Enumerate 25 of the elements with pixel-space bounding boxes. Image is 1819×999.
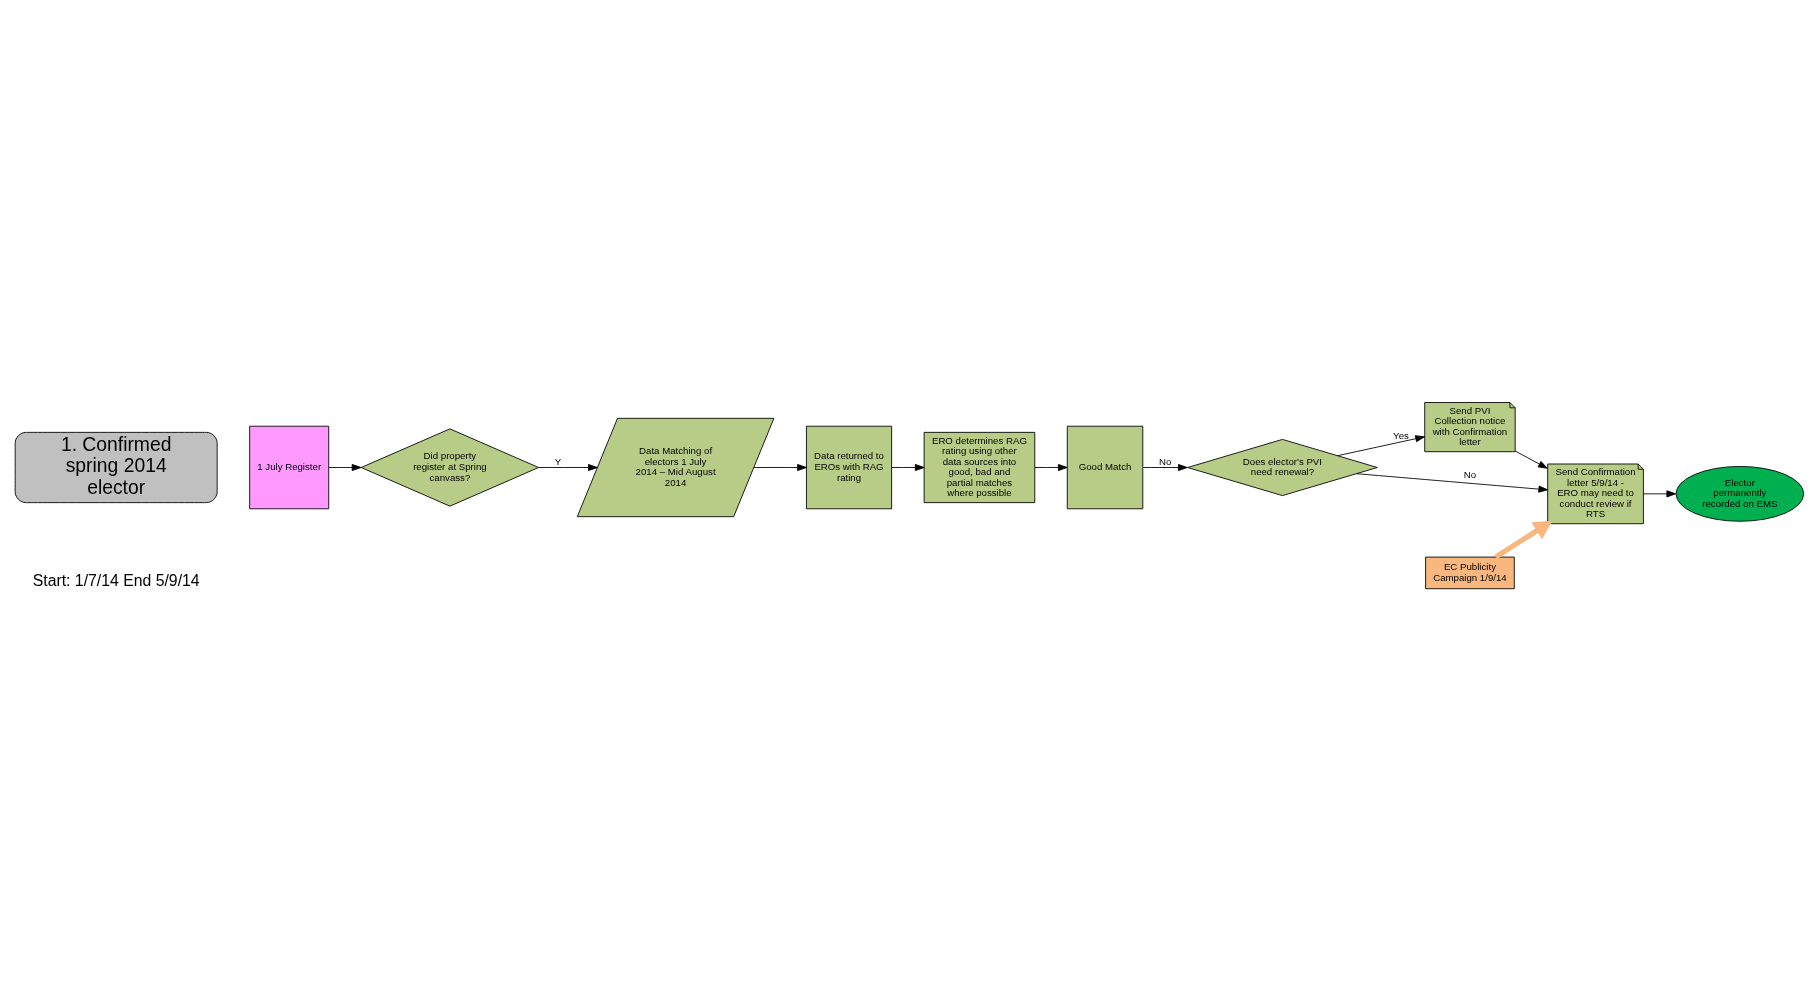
arrow [1514, 450, 1548, 469]
node-box: 1 July Register [249, 425, 330, 509]
node-diamond: Did property register at Spring canvass? [360, 427, 540, 507]
node-ellipse: Elector permanently recorded on EMS [1675, 465, 1805, 522]
arrow [1494, 520, 1553, 559]
node-diamond: Does elector's PVI need renewal? [1187, 438, 1378, 496]
node-box: Good Match [1066, 425, 1144, 509]
arrow [1034, 463, 1068, 471]
edge-label: Y [554, 455, 562, 467]
edge-label: Yes [1393, 429, 1409, 441]
arrow [891, 463, 925, 471]
label: Start: 1/7/14 End 5/9/14 [32, 571, 200, 589]
node-box: 1. Confirmed spring 2014 elector [14, 431, 218, 503]
node-box: ERO determines RAG rating using other data sources into good, bad and partial matches where possible [923, 431, 1036, 503]
arrow [1142, 463, 1188, 471]
arrow [538, 463, 598, 471]
arrow [1356, 472, 1549, 493]
edge-label: No [1463, 468, 1477, 480]
arrow [328, 463, 362, 471]
arrow [753, 463, 807, 471]
node-box: Data returned to EROs with RAG rating [806, 425, 893, 509]
arrow [1643, 489, 1677, 497]
node-box: EC Publicity Campaign 1/9/14 [1425, 556, 1515, 589]
edge-label: No [1159, 455, 1172, 467]
arrow [1337, 434, 1425, 456]
